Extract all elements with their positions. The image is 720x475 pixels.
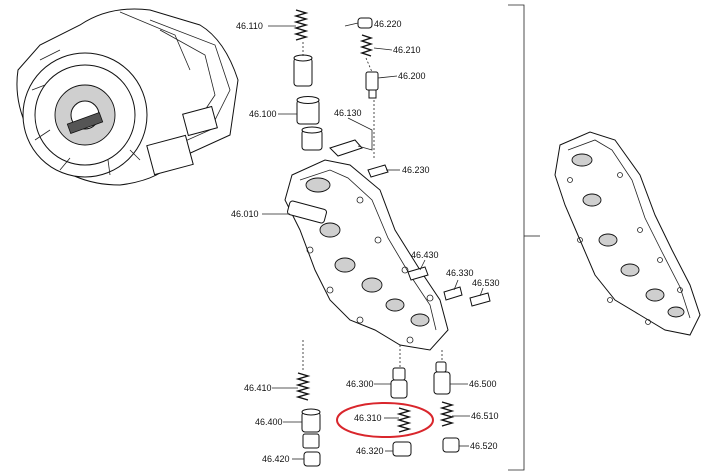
assembly-bracket bbox=[508, 4, 540, 471]
label-46400: 46.400 bbox=[255, 417, 283, 427]
sleeve-46100 bbox=[293, 54, 323, 151]
label-46500: 46.500 bbox=[469, 379, 497, 389]
spring-46110 bbox=[293, 9, 309, 41]
clip-46230 bbox=[367, 164, 389, 178]
label-46430: 46.430 bbox=[411, 250, 439, 260]
label-46100: 46.100 bbox=[249, 109, 277, 119]
plate-46130 bbox=[329, 139, 363, 157]
label-46410: 46.410 bbox=[244, 383, 272, 393]
label-46530: 46.530 bbox=[472, 278, 500, 288]
label-46230: 46.230 bbox=[402, 165, 430, 175]
label-46220: 46.220 bbox=[374, 19, 402, 29]
label-46010: 46.010 bbox=[231, 209, 259, 219]
part-46220 bbox=[357, 17, 373, 29]
label-46210: 46.210 bbox=[393, 45, 421, 55]
plunger-46200 bbox=[365, 71, 379, 99]
spring-46310 bbox=[396, 407, 412, 433]
valve-body-plate bbox=[284, 159, 449, 351]
label-46510: 46.510 bbox=[471, 411, 499, 421]
label-46310: 46.310 bbox=[354, 413, 382, 423]
spring-46410 bbox=[295, 372, 311, 401]
spring-46210 bbox=[359, 34, 374, 57]
leader-lines bbox=[262, 22, 484, 460]
label-46300: 46.300 bbox=[346, 379, 374, 389]
transmission-housing-illustration bbox=[16, 8, 239, 186]
assembled-valve-body-illustration bbox=[554, 131, 701, 336]
label-46420: 46.420 bbox=[262, 454, 290, 464]
clip-46330 bbox=[443, 286, 463, 301]
label-46130: 46.130 bbox=[334, 108, 362, 118]
label-46320: 46.320 bbox=[356, 446, 384, 456]
label-46110: 46.110 bbox=[236, 21, 263, 31]
label-46200: 46.200 bbox=[398, 71, 426, 81]
clip-46430 bbox=[407, 266, 429, 281]
label-46330: 46.330 bbox=[446, 268, 474, 278]
part-labels: 46.110 46.220 46.210 46.200 46.130 46.10… bbox=[231, 19, 500, 464]
plunger-46500 bbox=[433, 361, 451, 395]
plunger-46300 bbox=[390, 367, 408, 399]
sleeve-46400 bbox=[301, 408, 321, 449]
cap-46420 bbox=[303, 451, 321, 467]
cap-46320 bbox=[392, 441, 412, 457]
clip-46530 bbox=[469, 292, 491, 307]
highlight-ellipse-46310 bbox=[336, 402, 434, 438]
spring-46510 bbox=[439, 401, 455, 427]
cap-46520 bbox=[442, 437, 460, 453]
label-46520: 46.520 bbox=[470, 441, 498, 451]
